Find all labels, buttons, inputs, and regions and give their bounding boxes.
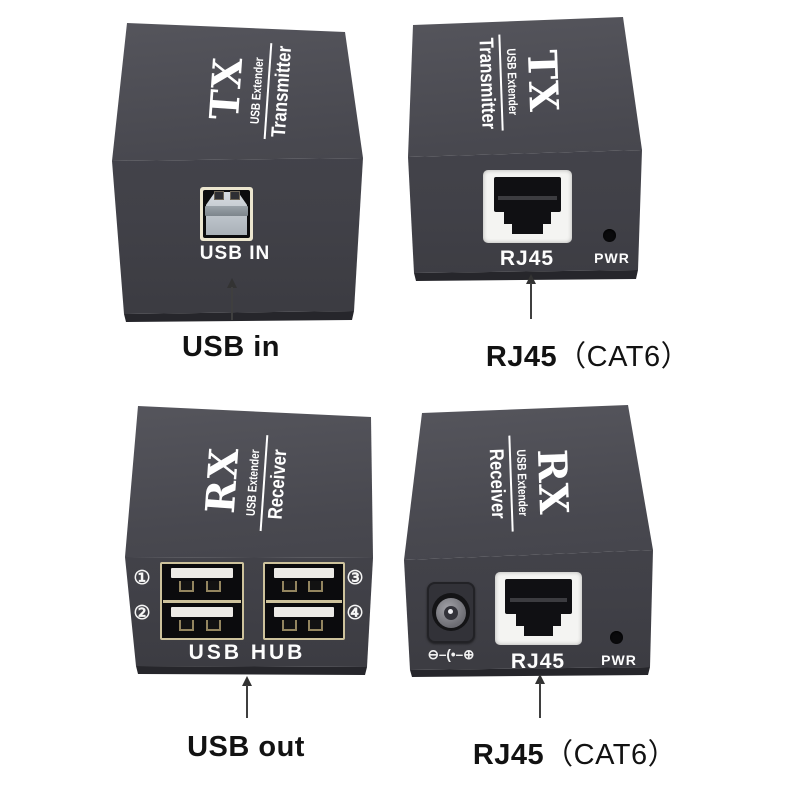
annotation-usb-out: USB out (187, 731, 305, 763)
usb-a-contact (281, 619, 297, 631)
rj45-jack-step (504, 211, 551, 225)
arrow-up-icon (535, 674, 545, 684)
brand-rx: RX (527, 448, 578, 517)
brand-tx: TX (200, 55, 253, 122)
usb-b-pin (230, 191, 240, 200)
usb-a-contact (205, 581, 221, 592)
annotation-rj45-part: RJ45 (472, 739, 545, 771)
rj45-port (483, 170, 572, 243)
rj45-label: RJ45 (510, 650, 566, 673)
usb-in-label: USB IN (199, 243, 271, 264)
usb-a-contact (205, 619, 221, 631)
device-rx-front: RX USB Extender Receiver ⊖–(•–⊕ RJ45 PWR (400, 400, 660, 680)
device-tx-front: TX USB Extender Transmitter RJ45 PWR (400, 8, 655, 308)
device-bottom-edge (136, 666, 367, 675)
top-print: TX USB Extender Transmitter (194, 24, 310, 155)
rj45-jack-tab (523, 625, 554, 636)
print-receiver: Receiver (484, 448, 510, 520)
rj45-pins (509, 598, 568, 603)
print-receiver: Receiver (264, 448, 292, 520)
print-transmitter: Transmitter (267, 45, 297, 139)
usb-a-tongue (273, 568, 335, 578)
device-top-face (404, 405, 653, 560)
arrow-up-icon (242, 676, 252, 686)
usb-a-port (164, 604, 240, 636)
usb-b-port (200, 187, 253, 241)
port-number-3: ③ (346, 568, 364, 589)
rj45-jack (505, 579, 572, 615)
usb-a-tongue (170, 606, 234, 617)
annotation-rj45-cat6-bottom: RJ45（CAT6） (445, 731, 705, 773)
rj45-port (495, 572, 582, 645)
print-usb-extender: USB Extender (513, 449, 531, 517)
usb-a-contact (281, 581, 297, 592)
print-transmitter: Transmitter (474, 36, 500, 130)
usb-b-pin (214, 191, 224, 200)
device-rx-angled: RX USB Extender Receiver (105, 398, 380, 683)
usb-a-divider (163, 599, 241, 603)
top-print: RX USB Extender Receiver (475, 419, 579, 546)
annotation-rj45-cat6-top: RJ45（CAT6） (458, 333, 718, 375)
pwr-led-hole (610, 631, 623, 644)
device-top-face (125, 406, 373, 558)
device-tx-angled: TX USB Extender Transmitter USB IN (105, 10, 370, 325)
print-usb-extender: USB Extender (503, 48, 521, 116)
usb-a-port (267, 566, 341, 598)
device-bottom-edge (410, 667, 650, 677)
pwr-led-hole (603, 229, 616, 242)
pwr-label: PWR (601, 652, 637, 668)
rj45-label: RJ45 (499, 247, 555, 270)
arrow-up-icon (227, 278, 237, 288)
rj45-jack (493, 177, 562, 213)
rj45-pins (498, 196, 557, 201)
annotation-usb-in: USB in (181, 331, 281, 363)
usb-a-contact (179, 619, 195, 631)
usb-a-port-block-right (263, 562, 345, 640)
usb-hub-label: USB HUB (188, 641, 306, 664)
usb-a-contact (179, 581, 195, 592)
device-top-face (112, 23, 363, 161)
usb-a-port-block-left (160, 562, 244, 640)
brand-rx: RX (196, 445, 249, 515)
port-number-1: ① (133, 568, 151, 589)
dc-jack-pin (448, 609, 453, 614)
port-number-2: ② (133, 603, 151, 624)
arrow-line (246, 685, 248, 718)
usb-a-divider (266, 599, 342, 603)
device-top-face (408, 17, 642, 157)
rj45-jack-tab (512, 223, 543, 234)
port-number-4: ④ (346, 603, 364, 624)
arrow-line (530, 283, 532, 319)
usb-a-port (267, 604, 341, 636)
annotation-cat6-part: （CAT6） (544, 739, 678, 771)
pwr-label: PWR (594, 250, 630, 266)
arrow-up-icon (526, 274, 536, 284)
usb-a-tongue (273, 606, 335, 617)
usb-a-contact (307, 581, 323, 592)
rj45-jack-step (515, 613, 562, 627)
usb-a-tongue (170, 568, 234, 578)
usb-a-port (164, 566, 240, 598)
annotation-rj45-part: RJ45 (485, 341, 558, 373)
usb-b-slot (205, 206, 248, 216)
dc-power-jack (427, 582, 475, 643)
top-print: TX USB Extender Transmitter (465, 18, 569, 145)
annotation-cat6-part: （CAT6） (557, 341, 691, 373)
usb-a-contact (307, 619, 323, 631)
brand-tx: TX (517, 48, 568, 114)
device-bottom-edge (124, 311, 354, 322)
dc-polarity-symbol: ⊖–(•–⊕ (427, 647, 475, 662)
arrow-line (539, 683, 541, 718)
top-print: RX USB Extender Receiver (188, 411, 307, 552)
arrow-line (231, 287, 233, 320)
